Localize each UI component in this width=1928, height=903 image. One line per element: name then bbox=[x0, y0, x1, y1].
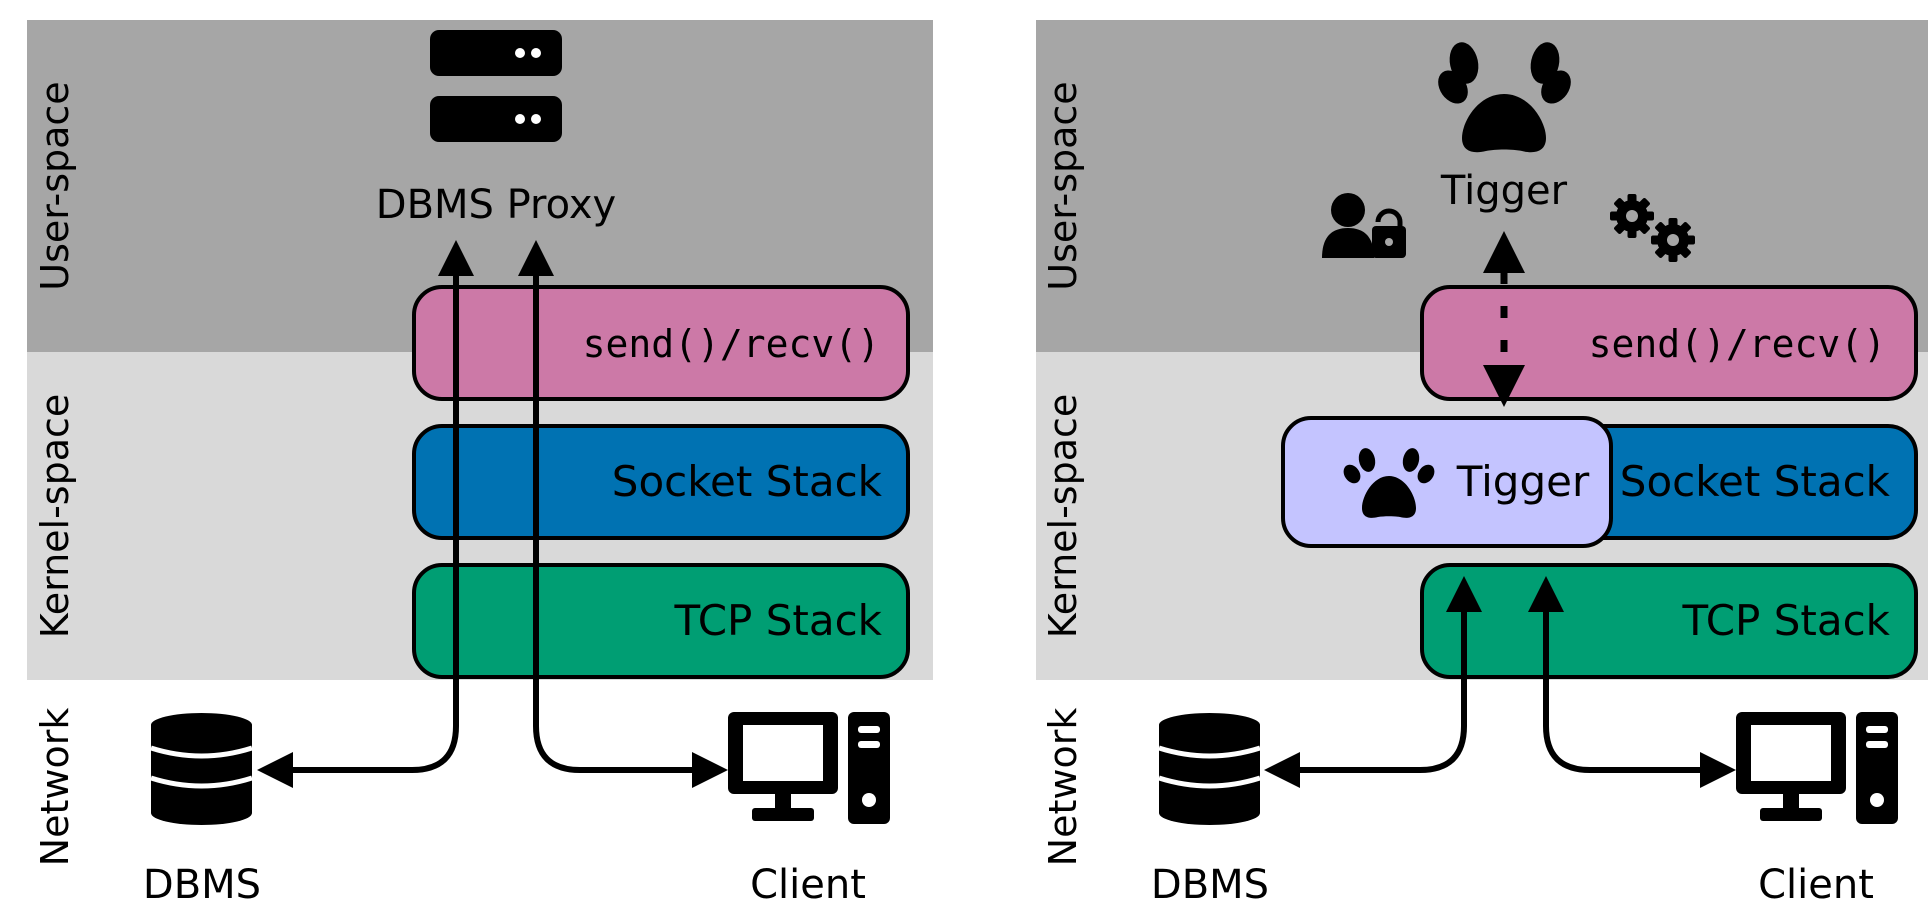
socket-layer: Socket Stack bbox=[412, 424, 910, 540]
syscall-layer: send()/recv() bbox=[1420, 285, 1918, 401]
gears-icon bbox=[1610, 194, 1695, 262]
server-icon bbox=[430, 30, 562, 142]
right-panel: User-space Kernel-space Network Tigger bbox=[1036, 20, 1928, 903]
tcp-layer: TCP Stack bbox=[1420, 563, 1918, 679]
tigger-kernel-label: Tigger bbox=[1456, 457, 1590, 506]
paw-icon bbox=[1343, 448, 1435, 518]
user-space-label: User-space bbox=[33, 81, 77, 290]
client-proxy-arrow bbox=[518, 240, 728, 788]
dbms-proxy-arrow bbox=[257, 240, 474, 788]
dbms-tigger-arrow bbox=[1264, 576, 1482, 788]
database-icon bbox=[1158, 713, 1261, 825]
tigger-kernel-module: Tigger bbox=[1281, 416, 1613, 548]
proxy-label: DBMS Proxy bbox=[376, 182, 616, 228]
client-label: Client bbox=[750, 862, 866, 903]
tcp-layer: TCP Stack bbox=[412, 563, 910, 679]
paw-icon bbox=[1438, 42, 1571, 153]
kernel-space-label: Kernel-space bbox=[1041, 394, 1085, 639]
syscall-layer: send()/recv() bbox=[412, 285, 910, 401]
desktop-computer-icon bbox=[728, 712, 890, 824]
tcp-layer-label: TCP Stack bbox=[674, 596, 883, 645]
desktop-computer-icon bbox=[1736, 712, 1898, 824]
network-label: Network bbox=[33, 708, 77, 867]
dbms-label: DBMS bbox=[143, 862, 261, 903]
user-space-label: User-space bbox=[1041, 81, 1085, 290]
client-label: Client bbox=[1758, 862, 1874, 903]
syscall-layer-label: send()/recv() bbox=[583, 322, 880, 366]
left-panel: User-space Kernel-space Network DBMS Pro… bbox=[27, 20, 933, 903]
network-label: Network bbox=[1041, 708, 1085, 867]
user-lock-icon bbox=[1322, 193, 1406, 258]
socket-layer-label: Socket Stack bbox=[612, 457, 883, 506]
syscall-layer-label: send()/recv() bbox=[1589, 322, 1886, 366]
dbms-label: DBMS bbox=[1151, 862, 1269, 903]
client-tigger-arrow bbox=[1528, 576, 1736, 788]
tcp-layer-label: TCP Stack bbox=[1682, 596, 1891, 645]
tigger-user-label: Tigger bbox=[1440, 168, 1568, 214]
socket-layer-label: Socket Stack bbox=[1620, 457, 1891, 506]
kernel-space-label: Kernel-space bbox=[33, 394, 77, 639]
database-icon bbox=[150, 713, 253, 825]
